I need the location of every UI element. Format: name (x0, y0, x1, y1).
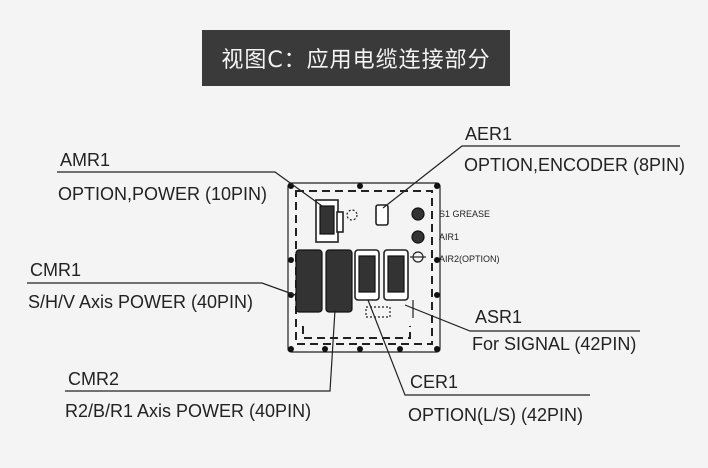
port-label-air2: AIR2(OPTION) (439, 254, 500, 264)
callout-cmr2: CMR2 R2/B/R1 Axis POWER (40PIN) (65, 309, 336, 421)
callout-code: CER1 (410, 372, 458, 392)
callout-desc: OPTION(L/S) (42PIN) (408, 405, 583, 425)
callout-code: CMR2 (68, 369, 119, 389)
callout-cer1: CER1 OPTION(L/S) (42PIN) (367, 299, 590, 425)
callout-code: CMR1 (30, 260, 81, 280)
connector-panel (287, 182, 441, 353)
callout-asr1: ASR1 For SIGNAL (42PIN) (404, 304, 640, 354)
callout-aer1: AER1 OPTION,ENCODER (8PIN) (382, 124, 685, 209)
callout-desc: S/H/V Axis POWER (40PIN) (28, 292, 253, 312)
callout-desc: R2/B/R1 Axis POWER (40PIN) (65, 401, 311, 421)
callout-desc: For SIGNAL (42PIN) (472, 334, 636, 354)
port-label-air1: AIR1 (439, 232, 459, 242)
callout-desc: OPTION,ENCODER (8PIN) (464, 155, 685, 175)
view-title: 视图C：应用电缆连接部分 (202, 30, 510, 86)
callout-cmr1: CMR1 S/H/V Axis POWER (40PIN) (27, 260, 299, 312)
port-label-s1-grease: S1 GREASE (439, 209, 490, 219)
callout-code: AER1 (465, 124, 512, 144)
callout-amr1: AMR1 OPTION,POWER (10PIN) (57, 150, 323, 207)
callout-desc: OPTION,POWER (10PIN) (58, 184, 267, 204)
callout-code: ASR1 (475, 307, 522, 327)
callout-code: AMR1 (60, 150, 110, 170)
